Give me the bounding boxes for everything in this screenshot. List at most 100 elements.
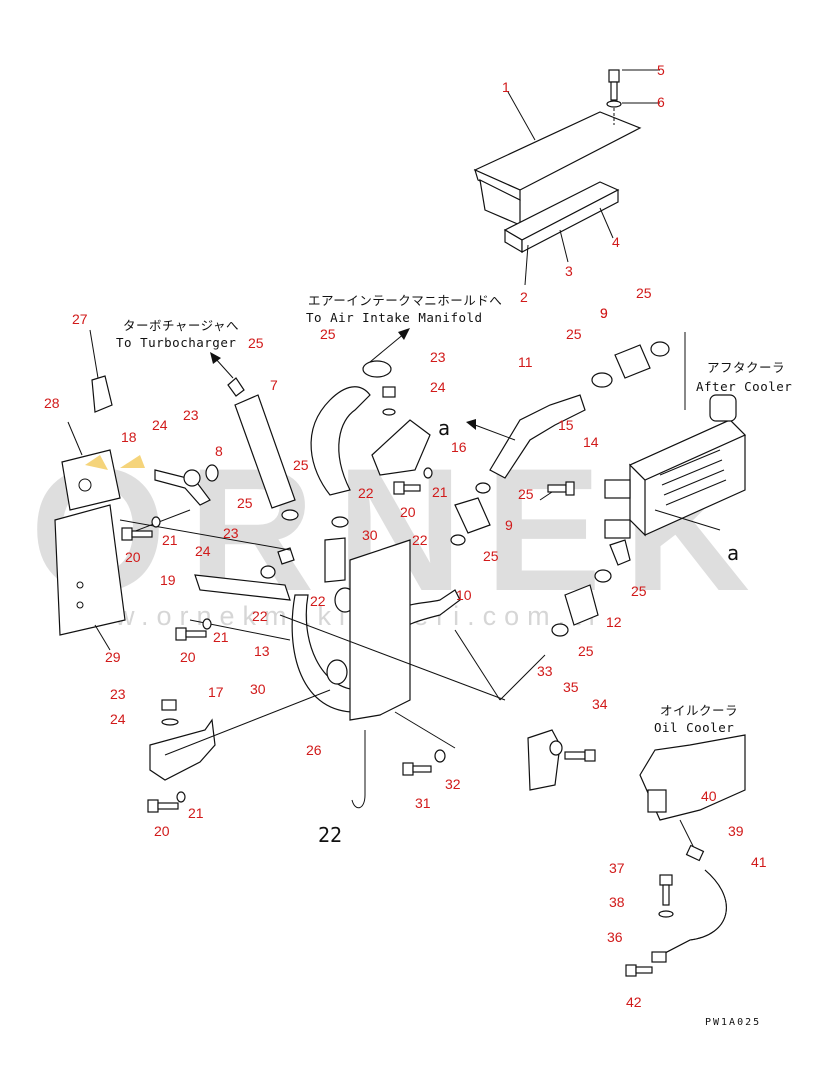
to-turbo-jp: ターボチャージャへ — [123, 318, 239, 333]
part-number-34: 34 — [592, 696, 608, 712]
bracket-16 — [371, 419, 431, 476]
arrowhead — [210, 352, 221, 364]
hose-9 — [614, 344, 651, 379]
part-number-25: 25 — [237, 495, 253, 511]
clamp-25-12a — [594, 569, 612, 583]
clamp-25-left — [281, 509, 299, 521]
nut-23 — [205, 464, 219, 482]
washer-21b — [202, 618, 212, 630]
part-number-12: 12 — [606, 614, 622, 630]
part-number-20: 20 — [154, 823, 170, 839]
clamp-30b — [326, 659, 348, 685]
part-number-9: 9 — [600, 305, 608, 321]
oil-cooler-port — [647, 789, 667, 813]
after-cooler-flange-a — [604, 479, 631, 499]
hose-11 — [489, 394, 586, 479]
washer-24d — [382, 408, 396, 416]
clamp-25 — [331, 516, 349, 528]
brackets-left — [119, 464, 295, 781]
pad-29-hole — [76, 581, 84, 589]
leader — [499, 654, 546, 701]
leader — [599, 207, 614, 239]
highlight — [120, 455, 145, 468]
part-number-22: 22 — [252, 608, 268, 624]
clamp-25-12b — [551, 623, 569, 637]
oil-cooler-en: Oil Cooler — [654, 720, 734, 735]
arrowhead — [398, 328, 410, 340]
part-number-30: 30 — [362, 527, 378, 543]
after-cooler-en: After Cooler — [696, 379, 792, 394]
after-cooler-top — [628, 419, 747, 481]
pads — [54, 329, 145, 651]
part-number-21: 21 — [213, 629, 229, 645]
leader — [654, 509, 721, 531]
part-number-36: 36 — [607, 929, 623, 945]
leader — [454, 629, 501, 701]
washer-24 — [260, 565, 276, 579]
plate-26 — [349, 539, 411, 721]
part-number-32: 32 — [445, 776, 461, 792]
washer-21d — [423, 467, 433, 479]
arrow-to-turbo — [214, 357, 234, 379]
pad-28-hole — [78, 478, 92, 492]
clamp-25-11 — [591, 372, 613, 388]
part-number-22: 22 — [412, 532, 428, 548]
part-number-23: 23 — [110, 686, 126, 702]
bolt-42 — [625, 964, 653, 977]
part-number-25: 25 — [248, 335, 264, 351]
part-number-25: 25 — [578, 643, 594, 659]
part-number-37: 37 — [609, 860, 625, 876]
part-number-3: 3 — [565, 263, 573, 279]
part-number-14: 14 — [583, 434, 599, 450]
washer-32 — [434, 749, 446, 763]
part-number-25: 25 — [320, 326, 336, 342]
hose-41-inner — [664, 869, 727, 954]
washer-24c — [161, 718, 179, 726]
leader — [67, 421, 83, 456]
nut-23d — [382, 386, 396, 398]
nut-24 — [183, 469, 201, 487]
arrow-a — [474, 424, 516, 441]
part-number-7: 7 — [270, 377, 278, 393]
part-number-24: 24 — [195, 543, 211, 559]
washer-21c — [176, 791, 186, 803]
part-number-23: 23 — [223, 525, 239, 541]
part-number-25: 25 — [518, 486, 534, 502]
part-number-29: 29 — [105, 649, 121, 665]
part-number-25: 25 — [483, 548, 499, 564]
part-number-27: 27 — [72, 311, 88, 327]
part-number-23: 23 — [430, 349, 446, 365]
part-number-16: 16 — [451, 439, 467, 455]
part-number-20: 20 — [400, 504, 416, 520]
part-number-9: 9 — [505, 517, 513, 533]
pad-27 — [91, 375, 113, 413]
ref-22-bottom: 22 — [318, 823, 342, 847]
after-cooler-fins — [659, 449, 727, 506]
pad-29-hole — [76, 601, 84, 609]
leader — [119, 519, 291, 551]
part-number-25: 25 — [631, 583, 647, 599]
part-number-25: 25 — [293, 457, 309, 473]
pad-28 — [61, 449, 121, 511]
clamp-25-9b — [475, 482, 491, 494]
arrows — [210, 328, 516, 441]
bolt-14 — [547, 481, 575, 496]
hose-stub — [609, 539, 631, 566]
bolt-20a — [121, 527, 153, 541]
bolt-5-head — [608, 69, 620, 83]
after-cooler-jp: アフタクーラ — [707, 360, 785, 375]
part-number-1: 1 — [502, 79, 510, 95]
oil-cooler — [625, 734, 746, 977]
leader — [559, 229, 569, 263]
part-number-18: 18 — [121, 429, 137, 445]
watermark-url: www.ornekmakinaleri.com.tr — [59, 601, 606, 631]
highlight — [85, 455, 108, 470]
pad-29 — [54, 504, 126, 636]
part-number-11: 11 — [518, 354, 533, 370]
part-number-30: 30 — [250, 681, 266, 697]
part-number-38: 38 — [609, 894, 625, 910]
nut-23c — [161, 699, 177, 711]
part-number-21: 21 — [188, 805, 204, 821]
part-number-20: 20 — [125, 549, 141, 565]
